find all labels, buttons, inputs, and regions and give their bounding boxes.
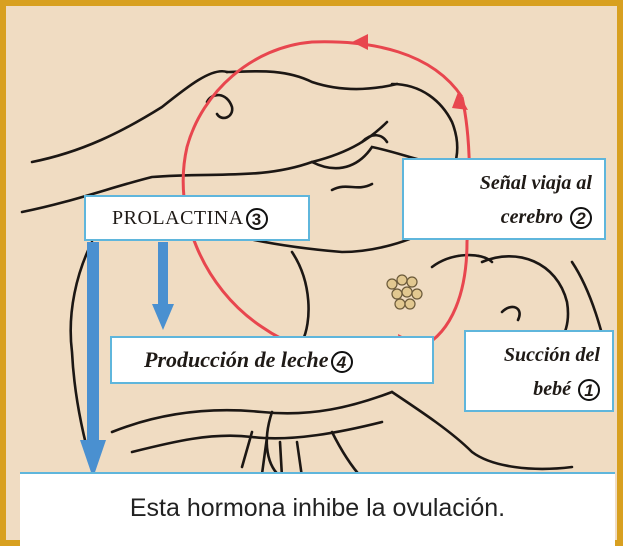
step-4-badge: 4 xyxy=(330,350,353,373)
step-3-badge: 3 xyxy=(245,208,268,231)
footer-text: Esta hormona inhibe la ovulación. xyxy=(129,494,506,522)
signal-line-2: cerebro xyxy=(500,206,563,228)
step-2-badge: 2 xyxy=(570,207,592,230)
footer-caption: Esta hormona inhibe la ovulación. xyxy=(20,472,615,546)
breast-texture xyxy=(386,274,423,310)
milk-production-text: Producción de leche xyxy=(144,347,329,372)
suction-line-1: Succión del xyxy=(503,344,600,366)
mother-outline xyxy=(20,69,614,480)
breastfeeding-illustration xyxy=(20,34,614,480)
hormone-arrows xyxy=(80,242,174,478)
baby-suction-label: Succión del bebé 1 xyxy=(464,330,614,412)
signal-to-brain-label: Señal viaja al cerebro 2 xyxy=(402,158,606,240)
signal-line-1: Señal viaja al xyxy=(479,172,592,194)
prolactina-text: PROLACTINA xyxy=(112,207,244,229)
suction-line-2: bebé xyxy=(533,378,571,400)
step-1-badge: 1 xyxy=(578,379,600,402)
